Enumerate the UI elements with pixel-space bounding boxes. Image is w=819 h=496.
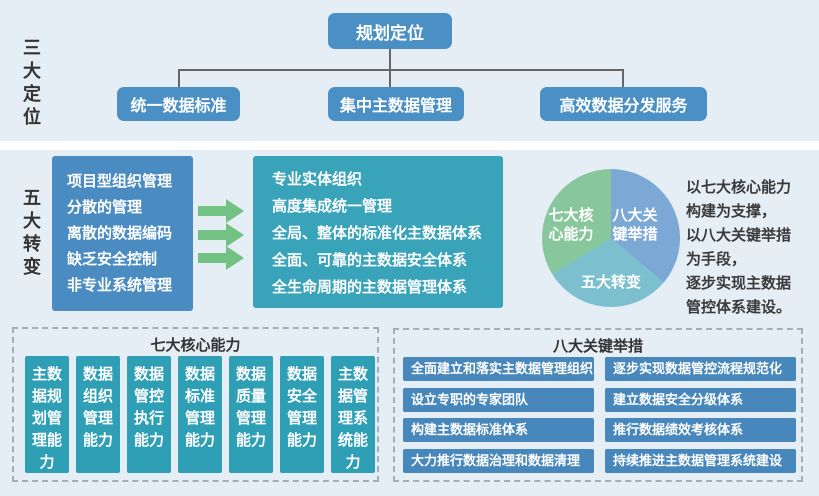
summary-line: 管控体系建设。 [686, 299, 792, 316]
connector-line-stub-right [622, 69, 624, 88]
measure-box: 设立专职的专家团队 [403, 388, 594, 412]
measure-box: 推行数据绩效考核体系 [605, 418, 796, 442]
before-item: 项目型组织管理 [67, 173, 173, 190]
capability-box: 主数据管理系统能力 [331, 356, 375, 473]
node-unified-data-standard: 统一数据标准 [117, 87, 240, 121]
node-planning-positioning: 规划定位 [328, 13, 452, 49]
connector-line-horizontal [178, 69, 624, 71]
node-centralized-master-data: 集中主数据管理 [328, 87, 464, 121]
summary-line: 为手段， [686, 251, 747, 268]
pie-slice-label-seven-capabilities: 七大核心能力 [548, 207, 594, 243]
before-item: 分散的管理 [67, 199, 143, 216]
after-item: 全局、整体的标准化主数据体系 [272, 225, 483, 242]
capabilities-panel-title: 七大核心能力 [150, 337, 241, 354]
capability-box: 数据质量管理能力 [229, 356, 273, 473]
measures-panel: 八大关键举措 全面建立和落实主数据管理组织 设立专职的专家团队 构建主数据标准体… [393, 328, 803, 482]
capability-box: 数据标准管理能力 [178, 356, 222, 473]
pie-slice-label-eight-measures: 八大关键举措 [612, 207, 658, 243]
measure-box: 建立数据安全分级体系 [605, 388, 796, 412]
arrow-bar [198, 206, 226, 216]
capability-box: 数据安全管理能力 [280, 356, 324, 473]
after-item: 专业实体组织 [272, 171, 363, 188]
right-arrow-icon [198, 246, 244, 270]
measures-panel-title: 八大关键举措 [552, 338, 643, 355]
summary-line: 以七大核心能力 [686, 179, 792, 196]
right-arrow-icon [198, 199, 244, 223]
section-label-five-transformations: 五大转变 [21, 188, 41, 280]
section-label-three-positionings: 三大定位 [21, 38, 41, 130]
pie-chart: 七大核心能力 八大关键举措 五大转变 [542, 169, 680, 307]
after-item: 高度集成统一管理 [272, 198, 393, 215]
summary-line: 构建为支撑， [686, 203, 777, 220]
before-state-box: 项目型组织管理 分散的管理 离散的数据编码 缺乏安全控制 非专业系统管理 [52, 156, 193, 311]
capabilities-row: 主数据规划管理能力 数据组织管理能力 数据管控执行能力 数据标准管理能力 数据质… [25, 356, 375, 473]
capability-box: 数据管控执行能力 [127, 356, 171, 473]
measure-box: 构建主数据标准体系 [403, 418, 594, 442]
pie-slice-label-five-transformations: 五大转变 [580, 274, 641, 291]
capabilities-panel: 七大核心能力 主数据规划管理能力 数据组织管理能力 数据管控执行能力 数据标准管… [12, 327, 379, 482]
after-state-box: 专业实体组织 高度集成统一管理 全局、整体的标准化主数据体系 全面、可靠的主数据… [253, 156, 503, 308]
measure-box: 大力推行数据治理和数据清理 [403, 449, 594, 473]
summary-line: 逐步实现主数据 [686, 275, 792, 292]
after-item: 全面、可靠的主数据安全体系 [272, 252, 468, 269]
before-item: 缺乏安全控制 [67, 251, 158, 268]
arrow-bar [198, 230, 226, 240]
connector-line-stub-left [178, 69, 180, 88]
measure-box: 持续推进主数据管理系统建设 [605, 449, 796, 473]
summary-line: 以八大关键举措 [686, 227, 792, 244]
before-item: 离散的数据编码 [67, 225, 173, 242]
measure-box: 逐步实现数据管控流程规范化 [605, 357, 796, 381]
capability-box: 数据组织管理能力 [76, 356, 120, 473]
arrow-head [226, 199, 244, 223]
capability-box: 主数据规划管理能力 [25, 356, 69, 473]
measure-box: 全面建立和落实主数据管理组织 [403, 357, 594, 381]
summary-text-block: 以七大核心能力 构建为支撑， 以八大关键举措 为手段， 逐步实现主数据 管控体系… [686, 176, 818, 320]
right-arrow-icon [198, 223, 244, 247]
before-item: 非专业系统管理 [67, 277, 173, 294]
after-item: 全生命周期的主数据管理体系 [272, 279, 468, 296]
arrow-bar [198, 253, 226, 263]
node-efficient-distribution: 高效数据分发服务 [540, 87, 707, 121]
arrow-head [226, 223, 244, 247]
connector-line-vertical [389, 49, 391, 88]
arrow-head [226, 246, 244, 270]
